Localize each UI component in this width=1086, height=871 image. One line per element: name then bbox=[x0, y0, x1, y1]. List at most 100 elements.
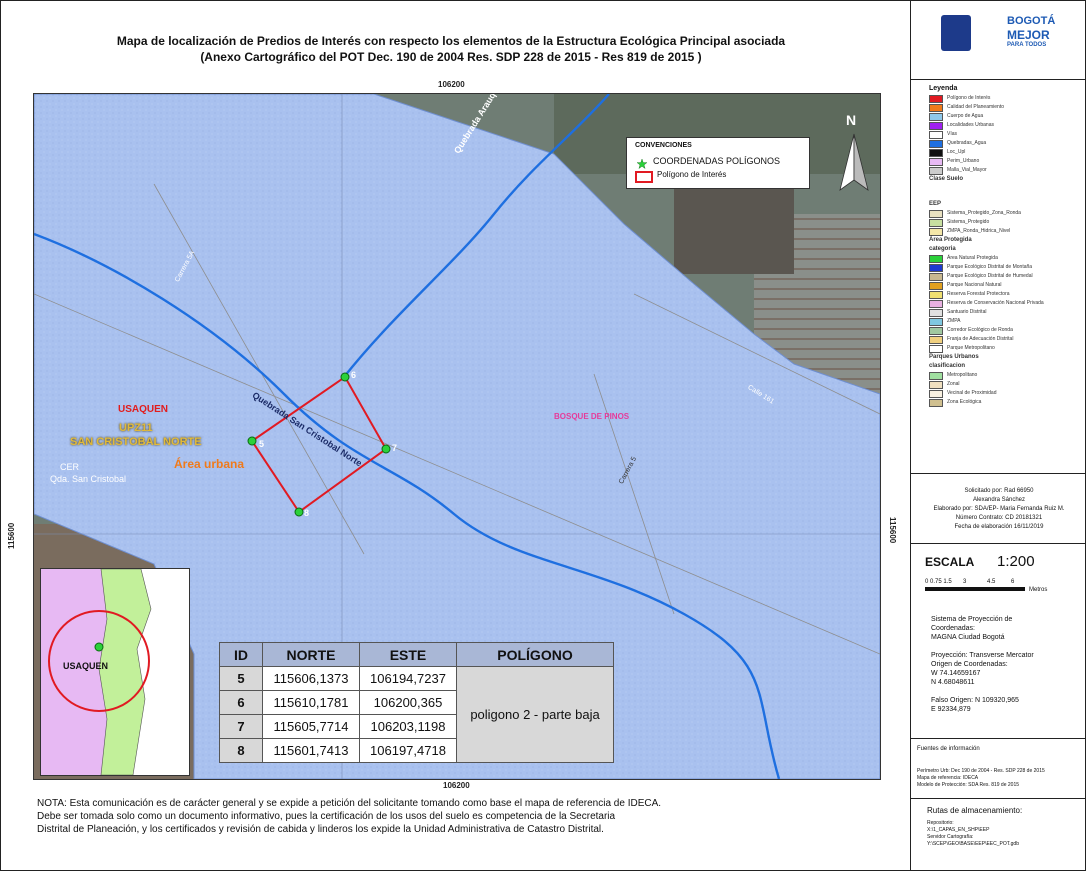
scale-tick-0: 0 0.75 1.5 bbox=[925, 579, 952, 585]
legend-item: Localidades Urbanas bbox=[947, 122, 994, 128]
legend-swatch-icon bbox=[929, 336, 943, 344]
legend-header-categoria: categoria bbox=[929, 246, 956, 252]
point-8-marker[interactable] bbox=[294, 507, 304, 517]
legend-item: Área Natural Protegida bbox=[947, 255, 998, 261]
city-seal-icon bbox=[941, 15, 971, 51]
legend-item: Parque Metropolitano bbox=[947, 345, 995, 351]
cell-norte: 115610,1781 bbox=[262, 690, 360, 715]
stream-arauquita bbox=[343, 94, 610, 378]
legend-swatch-icon bbox=[929, 167, 943, 175]
note-line-2: Debe ser tomada solo como un documento i… bbox=[37, 811, 616, 822]
storage-box: Rutas de almacenamiento: Repositorio:X:\… bbox=[911, 798, 1086, 870]
logo-box: BOGOTÁ MEJOR PARA TODOS bbox=[911, 1, 1086, 80]
cell-este: 106200,365 bbox=[359, 690, 457, 715]
table-row: 8 115601,7413 106197,4718 bbox=[219, 738, 614, 763]
legend-swatch-icon bbox=[929, 273, 943, 281]
map-title-line2: (Anexo Cartográfico del POT Dec. 190 de … bbox=[200, 50, 702, 64]
legend-item: Sistema_Protegido_Zona_Ronda bbox=[947, 210, 1021, 216]
storage-line: Y:\SCEP\GEO\BASE\EEP\EEC_POT.gdb bbox=[927, 841, 1019, 847]
scale-value: 1:200 bbox=[997, 553, 1035, 570]
point-6-marker[interactable] bbox=[340, 372, 350, 382]
logo-todos: PARA TODOS bbox=[1007, 42, 1047, 48]
scale-projection-box: ESCALA 1:200 0 0.75 1.5 3 4.5 6 Metros S… bbox=[911, 543, 1086, 739]
label-area-urbana: Área urbana bbox=[174, 457, 245, 471]
inset-map[interactable]: USAQUEN bbox=[40, 568, 190, 776]
table-header-este: ESTE bbox=[359, 642, 457, 667]
north-arrow-icon bbox=[839, 133, 869, 191]
projection-line: N 4.68048611 bbox=[931, 679, 975, 686]
legend-header-area-protegida: Área Protegida bbox=[929, 237, 972, 243]
cell-id: 6 bbox=[219, 690, 263, 715]
polygon-points bbox=[247, 372, 391, 517]
legend-item: Parque Ecológico Distrital de Humedal bbox=[947, 273, 1033, 279]
table-row: 7 115605,7714 106203,1198 bbox=[219, 714, 614, 739]
sources-line: Mapa de referencia: IDECA bbox=[917, 775, 979, 781]
legend-item: Loc_Upl bbox=[947, 149, 966, 155]
credits-line: Número Contrato: CD 20181321 bbox=[955, 515, 1043, 521]
point-7-marker[interactable] bbox=[381, 444, 391, 454]
point-5-marker[interactable] bbox=[247, 436, 257, 446]
storage-line: Repositorio: bbox=[927, 820, 954, 826]
legend-item: Vías bbox=[947, 131, 958, 137]
legend-item: Franja de Adecuación Distrital bbox=[947, 336, 1014, 342]
projection-line: W 74.14659167 bbox=[931, 670, 981, 677]
cell-id: 7 bbox=[219, 714, 263, 739]
label-locality: USAQUEN bbox=[118, 404, 169, 415]
cell-norte: 115601,7413 bbox=[262, 738, 360, 763]
legend-swatch-icon bbox=[929, 131, 943, 139]
legend-item: Corredor Ecológico de Ronda bbox=[947, 327, 1013, 333]
cell-id: 5 bbox=[219, 666, 263, 691]
label-upz-name: SAN CRISTOBAL NORTE bbox=[70, 436, 202, 448]
legend-item: Reserva Forestal Protectora bbox=[947, 291, 1010, 297]
label-cer: CER bbox=[60, 462, 80, 472]
cell-id: 8 bbox=[219, 738, 263, 763]
polygon-swatch-icon bbox=[635, 171, 653, 183]
legend-swatch-icon bbox=[929, 104, 943, 112]
legend-swatch-icon bbox=[929, 219, 943, 227]
conventions-item-polygon: Polígono de Interés bbox=[657, 170, 727, 179]
sources-box: Fuentes de información Perímetro Urb: De… bbox=[911, 738, 1086, 799]
street-line-lower bbox=[593, 373, 675, 615]
legend-swatch-icon bbox=[929, 300, 943, 308]
legend-swatch-icon bbox=[929, 372, 943, 380]
legend-swatch-icon bbox=[929, 345, 943, 353]
grid-label-left: 115600 bbox=[7, 522, 16, 549]
map-sidebar: BOGOTÁ MEJOR PARA TODOS Leyenda Polígono… bbox=[910, 1, 1086, 870]
inset-point-marker bbox=[94, 642, 104, 652]
sources-line: Perímetro Urb: Dec 190 de 2004 - Res. SD… bbox=[917, 768, 1045, 774]
legend-item: Reserva de Conservación Nacional Privada bbox=[947, 300, 1044, 306]
conventions-title: CONVENCIONES bbox=[635, 142, 692, 149]
legend-item: Parque Ecológico Distrital de Montaña bbox=[947, 264, 1033, 270]
table-header-norte: NORTE bbox=[262, 642, 360, 667]
storage-title: Rutas de almacenamiento: bbox=[927, 806, 1023, 815]
credits-line: Solicitado por: Rad 66950 bbox=[964, 488, 1034, 494]
label-point-7: 7 bbox=[392, 443, 398, 453]
legend-item: Polígono de Interés bbox=[947, 95, 991, 101]
grid-label-top: 106200 bbox=[438, 80, 465, 89]
legend-swatch-icon bbox=[929, 255, 943, 263]
legend-item: Quebradas_Agua bbox=[947, 140, 987, 146]
credits-line: Alexandra Sánchez bbox=[972, 497, 1026, 503]
grid-label-right: 115600 bbox=[888, 517, 897, 544]
scale-unit: Metros bbox=[1029, 587, 1048, 593]
cell-polygon: poligono 2 - parte baja bbox=[456, 666, 614, 763]
map-title: Mapa de localización de Predios de Inter… bbox=[21, 33, 881, 65]
table-row: 5 115606,1373 106194,7237 poligono 2 - p… bbox=[219, 666, 614, 763]
conventions-legend: CONVENCIONES COORDENADAS POLÍGONOS Políg… bbox=[626, 137, 810, 189]
legend-swatch-icon bbox=[929, 140, 943, 148]
cell-este: 106194,7237 bbox=[359, 666, 457, 691]
star-icon bbox=[636, 156, 648, 170]
coordinates-table: ID NORTE ESTE POLÍGONO 5 115606,1373 106… bbox=[219, 642, 614, 763]
projection-line: Proyección: Transverse Mercator bbox=[931, 652, 1034, 659]
label-qda: Qda. San Cristobal bbox=[50, 474, 127, 484]
legend-swatch-icon bbox=[929, 122, 943, 130]
inset-label: USAQUEN bbox=[63, 661, 109, 671]
legend-item: Santuario Distrital bbox=[947, 309, 987, 315]
legend-item: Calidad del Planeamiento bbox=[947, 104, 1004, 110]
label-point-5: 5 bbox=[259, 439, 265, 449]
